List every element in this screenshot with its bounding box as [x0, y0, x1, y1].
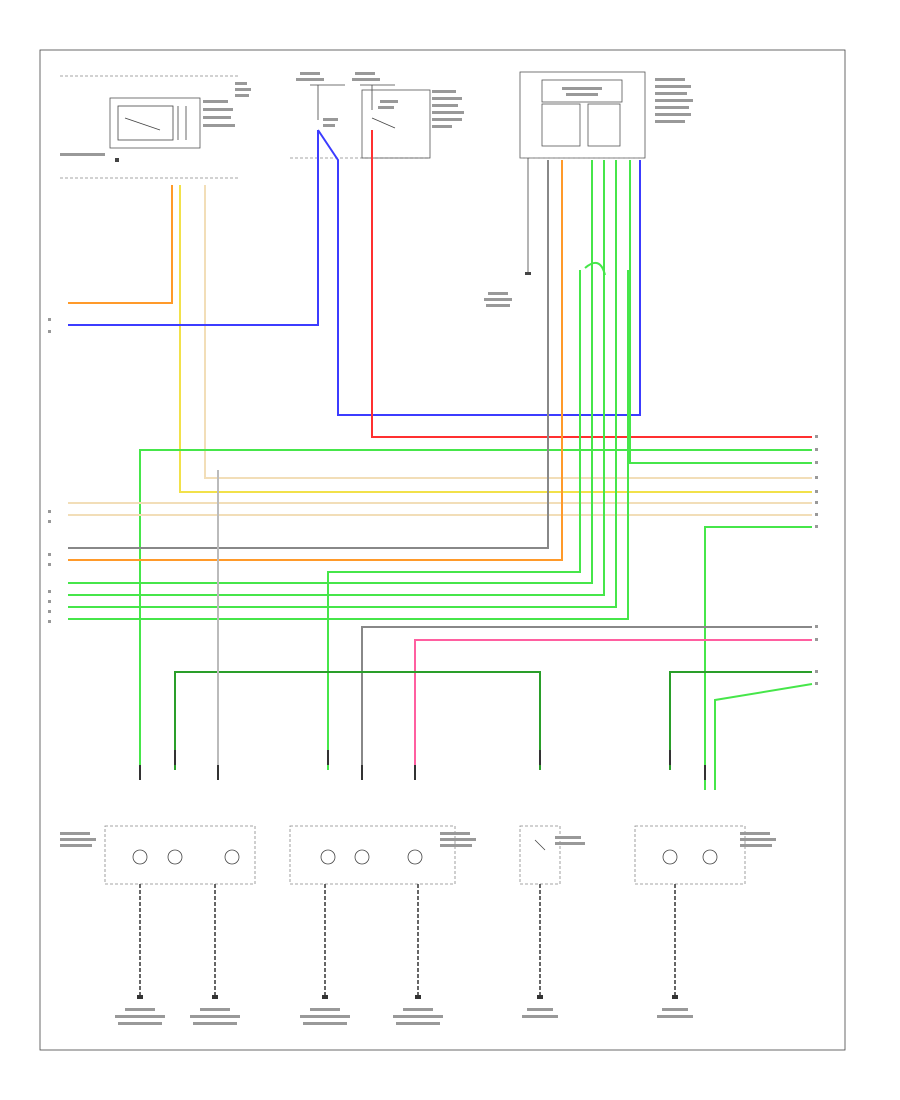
connector-marks [139, 750, 706, 780]
wire-green-7 [68, 270, 629, 620]
ground-4 [415, 995, 421, 999]
wire-harness [68, 129, 813, 790]
wire-green-loop [584, 261, 606, 276]
right-front-lamp-assembly [289, 825, 476, 885]
ground-labels [115, 1008, 693, 1025]
diagram-frame [39, 49, 846, 1051]
ground-2 [212, 995, 218, 999]
wire-red-1 [371, 130, 812, 438]
wire-green-1 [139, 449, 812, 770]
text-placeholder [60, 82, 251, 156]
right-connector-pins [815, 435, 818, 685]
wire-green-3 [327, 270, 581, 770]
left-connector-pins [48, 318, 51, 623]
ground-3 [322, 995, 328, 999]
wire-green-8 [704, 526, 812, 790]
wire-orange-2 [68, 160, 563, 561]
left-rear-lamp-assembly [634, 825, 776, 885]
ground-6 [672, 995, 678, 999]
right-side-marker [519, 825, 585, 885]
multifunction-module [484, 71, 693, 307]
ground-symbols [137, 995, 678, 999]
ground-wires [139, 884, 676, 995]
wire-pink-1 [414, 639, 812, 770]
wire-green-4 [68, 160, 593, 584]
wire-orange-1 [68, 185, 173, 304]
wire-blue-2 [317, 129, 641, 416]
ground-5 [537, 995, 543, 999]
left-front-lamp-assembly [60, 825, 256, 885]
wire-tan-1 [204, 185, 812, 479]
combination-switch [60, 75, 251, 179]
wire-yellow-1 [179, 185, 812, 493]
wire-darkgreen-1 [174, 671, 541, 770]
wire-gray-2 [361, 626, 812, 770]
ground-1 [137, 995, 143, 999]
wire-green-5 [68, 160, 605, 596]
wire-blue-1 [68, 130, 319, 326]
fuse-relay-box [290, 72, 464, 159]
wire-green-9 [714, 683, 813, 790]
wire-darkgreen-2 [669, 671, 812, 770]
wire-green-2 [629, 160, 812, 464]
wire-gray-1 [68, 160, 549, 549]
wire-green-6 [68, 160, 617, 608]
